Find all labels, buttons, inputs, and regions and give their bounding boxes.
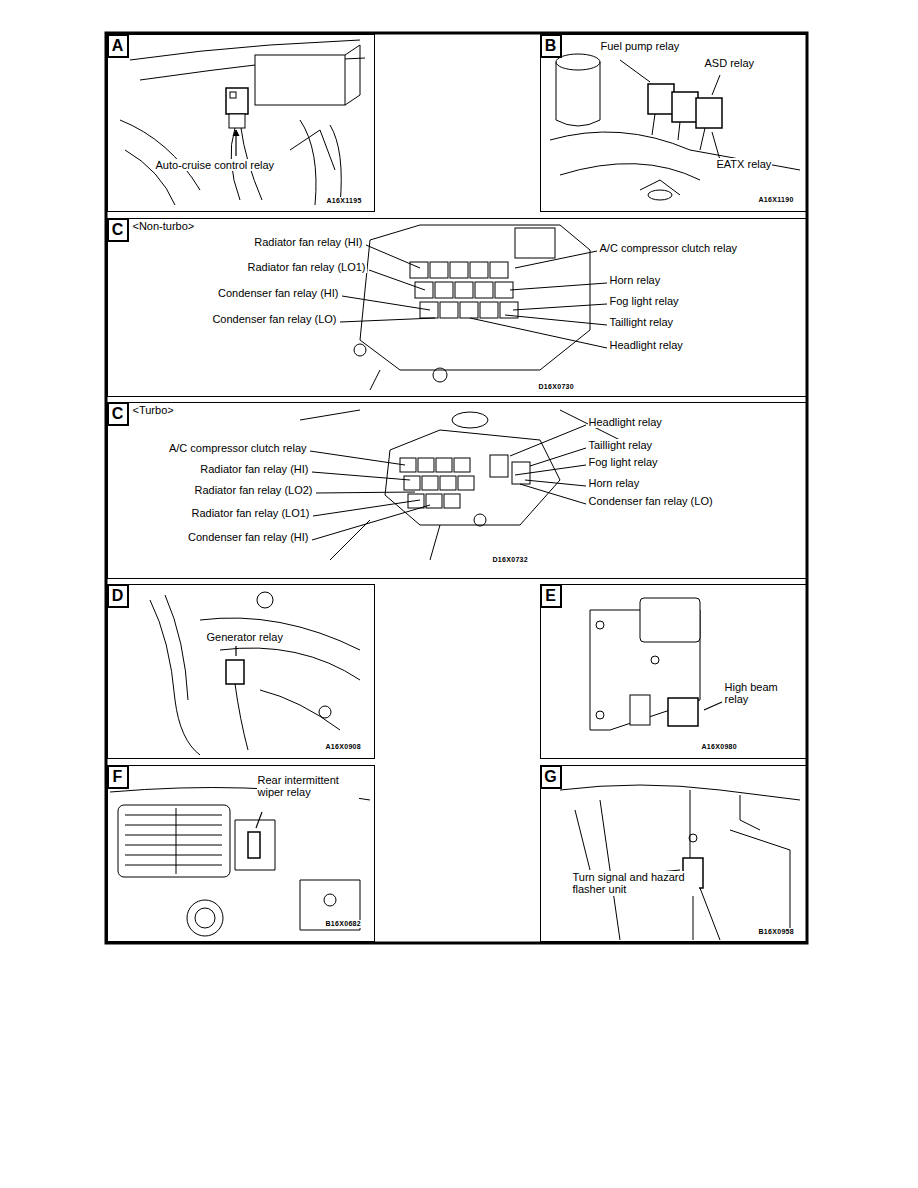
relay-label: A/C compressor clutch relay	[168, 442, 308, 455]
panel-letter-text: C	[112, 221, 124, 239]
panel-letter: E	[540, 584, 562, 608]
figure-panel: <Turbo> Headlight relayTaillight relayFog…	[107, 402, 807, 579]
panel-letter: D	[107, 584, 129, 608]
relay-label: Taillight relay	[609, 316, 675, 329]
panel-e-drawing	[590, 598, 722, 730]
relay-label: Condenser fan relay (HI)	[187, 531, 309, 544]
panel-c-nonturbo-drawing	[340, 225, 607, 390]
figure-code: B16X0958	[758, 928, 795, 936]
panel-letter: C	[107, 402, 129, 426]
panel-letter: F	[107, 765, 129, 789]
figure-panel: High beam relayA16X0980 E	[540, 584, 807, 759]
relay-label: Radiator fan relay (LO1)	[247, 261, 367, 274]
relay-label: Rear intermittent wiper relay	[257, 774, 359, 799]
panel-letter: C	[107, 218, 129, 242]
relay-label: Headlight relay	[588, 416, 663, 429]
panel-letter-text: C	[112, 405, 124, 423]
relay-label: High beam relay	[724, 681, 784, 706]
figure-code: A16X0980	[701, 743, 738, 751]
relay-label: Radiator fan relay (HI)	[253, 236, 363, 249]
relay-label: Fog light relay	[588, 456, 659, 469]
relay-label: Generator relay	[206, 631, 284, 644]
figure-code: D16X0730	[538, 383, 575, 391]
panel-c-turbo-drawing	[300, 410, 620, 560]
panel-g-drawing	[560, 785, 800, 940]
panel-letter-text: D	[112, 587, 124, 605]
relay-label: A/C compressor clutch relay	[599, 242, 739, 255]
relay-label: Horn relay	[588, 477, 641, 490]
figure-panel: Turn signal and hazard flasher unitB16X0…	[540, 765, 807, 942]
figure-panel: Auto-cruise control relayA16X1195 A	[107, 34, 375, 212]
relay-label: Condenser fan relay (LO)	[588, 495, 714, 508]
figure-panel: Generator relayA16X0908 D	[107, 584, 375, 759]
panel-a-drawing	[120, 40, 365, 205]
relay-label: Fuel pump relay	[600, 40, 681, 53]
relay-label: Fog light relay	[609, 295, 680, 308]
panel-b-drawing	[550, 54, 800, 200]
panel-letter-text: G	[544, 768, 556, 786]
figure-panel: <Non-turbo> Radiator fan relay (HI) Radiat…	[107, 218, 807, 397]
outer-frame	[106, 33, 807, 943]
relay-label: Taillight relay	[588, 439, 654, 452]
figure-code: A16X1195	[326, 197, 363, 205]
figure-panel: Fuel pump relayASD relayEATX relayA16X11…	[540, 34, 807, 212]
relay-label: Radiator fan relay (HI)	[199, 463, 309, 476]
relay-label: Condenser fan relay (HI)	[217, 287, 339, 300]
panel-letter: A	[107, 34, 129, 58]
relay-label: Turn signal and hazard flasher unit	[572, 871, 699, 896]
panel-letter-text: B	[545, 37, 557, 55]
relay-label: EATX relay	[716, 158, 773, 171]
relay-label: Auto-cruise control relay	[155, 159, 276, 172]
figure-code: D16X0732	[492, 556, 529, 564]
figure-code: B16X0682	[325, 920, 362, 928]
relay-label: Horn relay	[609, 274, 662, 287]
panel-letter: B	[540, 34, 562, 58]
panel-letter-text: E	[545, 587, 556, 605]
relay-label: Radiator fan relay (LO1)	[191, 507, 311, 520]
panel-letter-text: A	[112, 37, 124, 55]
relay-label: Headlight relay	[609, 339, 684, 352]
panel-f-drawing	[110, 788, 370, 937]
relay-label: <Non-turbo>	[132, 220, 196, 233]
panel-letter: G	[540, 765, 562, 789]
panel-letter-text: F	[113, 768, 123, 786]
relay-label: ASD relay	[704, 57, 756, 70]
panel-d-drawing	[150, 592, 360, 755]
relay-label: Condenser fan relay (LO)	[211, 313, 337, 326]
relay-label: Radiator fan relay (LO2)	[194, 484, 314, 497]
figure-code: A16X0908	[325, 743, 362, 751]
figure-panel: Rear intermittent wiper relayB16X0682 F	[107, 765, 375, 942]
figure-code: A16X1190	[758, 196, 795, 204]
relay-label: <Turbo>	[132, 404, 175, 417]
